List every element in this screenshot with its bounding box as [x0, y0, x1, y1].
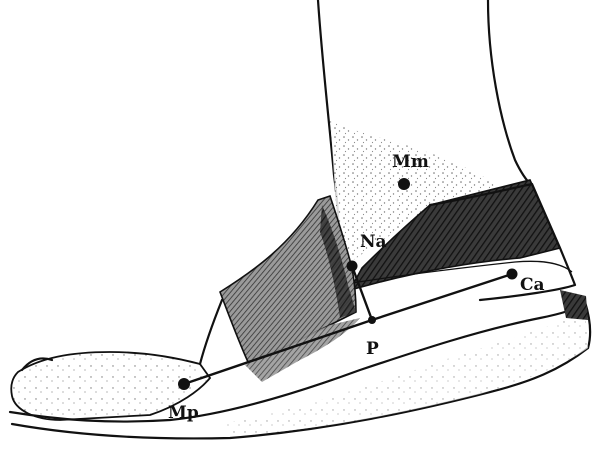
- toe-cap: [11, 300, 222, 420]
- p-ca-line: [372, 274, 512, 320]
- ca-label: Ca: [520, 275, 545, 295]
- na-point: [347, 261, 358, 272]
- p-label: P: [366, 339, 379, 359]
- mp-label: Mp: [168, 403, 199, 423]
- p-point: [368, 316, 376, 324]
- ca-point: [507, 269, 518, 280]
- mm-point: [398, 178, 410, 190]
- mm-label: Mm: [392, 152, 429, 172]
- mp-point: [178, 378, 190, 390]
- na-label: Na: [360, 232, 387, 252]
- landmark-ca: Ca: [507, 269, 545, 296]
